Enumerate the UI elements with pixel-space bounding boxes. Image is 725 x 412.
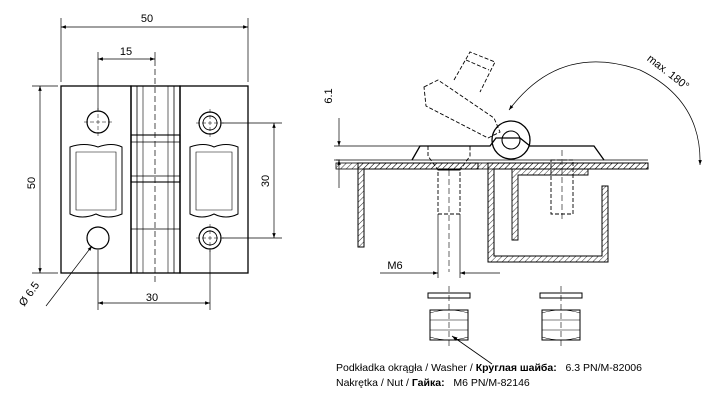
- washer-spec: Podkładka okrągła / Washer / Круглая шай…: [336, 362, 642, 374]
- nut-code: M6 PN/M-82146: [453, 377, 530, 389]
- nut-label: Nakrętka / Nut /: [336, 377, 412, 389]
- mounting-hole: [86, 226, 110, 250]
- bolt-open-position: [453, 51, 496, 93]
- washer-label-ru: Круглая шайба:: [475, 362, 557, 374]
- front-view: [60, 60, 249, 285]
- bolt-hidden: [437, 169, 461, 215]
- fasteners: [427, 286, 583, 365]
- dim-max-angle: max. 180°: [645, 53, 692, 93]
- front-view-dimensions: [32, 18, 282, 310]
- left-bracket: [357, 162, 479, 248]
- left-leaf: [60, 85, 132, 274]
- dim-left-height: 50: [26, 177, 38, 189]
- dim-side-height: 6.1: [323, 88, 335, 103]
- dim-thread: M6: [387, 260, 402, 272]
- hinge-leaf-open: [423, 79, 501, 139]
- dim-top-inner: 15: [120, 46, 132, 58]
- washer-label: Podkładka okrągła / Washer /: [336, 362, 476, 374]
- hinge-knuckle: [130, 85, 181, 274]
- side-view-dimensions: [334, 61, 702, 278]
- dim-top-width: 50: [141, 13, 153, 25]
- nut-label-ru: Гайка:: [411, 377, 445, 389]
- u-channel-bracket: [487, 162, 649, 263]
- side-view: [335, 51, 649, 272]
- dim-bottom-width: 30: [146, 292, 158, 304]
- dim-right-height: 30: [260, 175, 272, 187]
- washer-code: 6.3 PN/M-82006: [565, 362, 642, 374]
- nut-spec: Nakrętka / Nut / Гайка: M6 PN/M-82146: [336, 377, 530, 389]
- dim-hole-diameter: Ø 6.5: [17, 280, 42, 309]
